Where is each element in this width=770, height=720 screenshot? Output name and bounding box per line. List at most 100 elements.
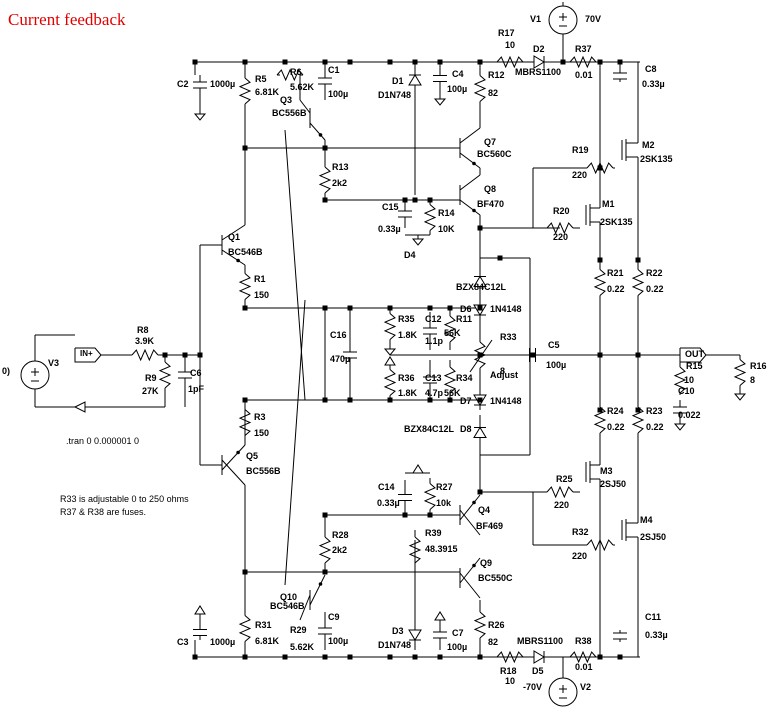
junction-dot bbox=[477, 654, 483, 660]
label-m4-value: 2SJ50 bbox=[640, 532, 666, 542]
junction-dot bbox=[477, 59, 483, 65]
q1-transistor-collector bbox=[221, 224, 246, 241]
junction-dot bbox=[617, 654, 623, 660]
label-d2-value: MBRS1100 bbox=[515, 67, 561, 77]
note-r33: R33 is adjustable 0 to 250 ohms bbox=[60, 494, 189, 504]
r22-resistor bbox=[631, 269, 645, 296]
label-r35-value: 1.8K bbox=[398, 330, 418, 340]
input-port bbox=[74, 347, 102, 363]
r3-resistor bbox=[238, 409, 252, 436]
label-q4-name: Q4 bbox=[478, 505, 490, 515]
label-v2-value: -70V bbox=[523, 682, 542, 692]
label-r25-value: 220 bbox=[554, 500, 569, 510]
label-r8-name: R8 bbox=[137, 325, 149, 335]
label-c7-name: C7 bbox=[452, 628, 464, 638]
r39-resistor bbox=[408, 536, 422, 564]
junction-dot bbox=[437, 59, 443, 65]
label-r34-value: 56K bbox=[444, 388, 461, 398]
label-r39-name: R39 bbox=[425, 528, 442, 538]
label-c8-value: 0.33µ bbox=[642, 79, 665, 89]
r32-resistor bbox=[586, 538, 614, 552]
q3-transistor-collector bbox=[299, 99, 311, 114]
label-d5-value: MBRS1100 bbox=[517, 636, 563, 646]
label-d7-value: 1N4148 bbox=[490, 396, 522, 406]
junction-dot bbox=[477, 489, 483, 495]
input-ground bbox=[73, 401, 86, 413]
label-r31-value: 6.81K bbox=[255, 636, 280, 646]
ground-c7 bbox=[434, 611, 446, 621]
junction-dot bbox=[477, 225, 483, 231]
label-r19-value: 220 bbox=[572, 170, 587, 180]
label-r24-name: R24 bbox=[607, 406, 624, 416]
label-c11-value: 0.33µ bbox=[645, 630, 668, 640]
q9-transistor-collector bbox=[459, 572, 481, 599]
junction-dot bbox=[477, 397, 483, 403]
r34-resistor bbox=[443, 366, 457, 394]
label-c7-value: 100µ bbox=[447, 642, 467, 652]
q8-transistor-arrow bbox=[472, 208, 476, 213]
label-c16-name: C16 bbox=[330, 330, 347, 340]
r31-resistor bbox=[238, 615, 252, 642]
q7-transistor-arrow bbox=[472, 161, 476, 166]
ground-c14 bbox=[412, 464, 424, 474]
junction-dot bbox=[617, 59, 623, 65]
label-r22-value: 0.22 bbox=[646, 284, 664, 294]
q10-transistor-collector bbox=[299, 594, 311, 621]
r6-resistor bbox=[276, 68, 304, 82]
label-c13-name: C13 bbox=[425, 373, 442, 383]
junction-dot bbox=[635, 257, 641, 263]
label-q3-value: BC556B bbox=[272, 108, 307, 118]
label-c1-value: 100µ bbox=[328, 89, 348, 99]
junction-dot bbox=[322, 305, 328, 311]
r37-resistor bbox=[569, 55, 597, 69]
label-r31-name: R31 bbox=[255, 620, 272, 630]
label-r13-name: R13 bbox=[332, 162, 349, 172]
junction-dot bbox=[322, 197, 328, 203]
junction-dot bbox=[427, 197, 433, 203]
label-c2-value: 1000µ bbox=[210, 79, 235, 89]
label-d1-value: D1N748 bbox=[378, 90, 411, 100]
label-r9-name: R9 bbox=[145, 373, 157, 383]
q8-transistor-emitter bbox=[459, 199, 481, 216]
label-r12-value: 82 bbox=[488, 88, 498, 98]
junction-dot bbox=[497, 255, 503, 261]
junction-dot bbox=[597, 654, 603, 660]
ground-c4 bbox=[433, 98, 447, 106]
label-q3-name: Q3 bbox=[280, 95, 292, 105]
note-cut: 0) bbox=[2, 366, 11, 376]
label-r13-value: 2k2 bbox=[332, 178, 347, 188]
label-r36-name: R36 bbox=[398, 373, 415, 383]
label-c12-value: 1.1p bbox=[425, 336, 444, 346]
junction-dot bbox=[437, 654, 443, 660]
junction-dot bbox=[192, 654, 198, 660]
label-d1-name: D1 bbox=[392, 76, 404, 86]
output-port-label: OUT bbox=[685, 349, 704, 359]
label-m3-name: M3 bbox=[600, 466, 613, 476]
ground-r16 bbox=[733, 393, 747, 401]
label-c11-name: C11 bbox=[645, 612, 661, 622]
junction-dot bbox=[635, 407, 641, 413]
label-c3-value: 1000µ bbox=[210, 637, 235, 647]
label-c5-value: 100µ bbox=[546, 360, 566, 370]
r18-resistor bbox=[496, 650, 524, 664]
label-q10-name: Q10 bbox=[280, 592, 297, 602]
label-r26-name: R26 bbox=[488, 620, 505, 630]
label-c8-name: C8 bbox=[645, 64, 657, 74]
r5-resistor bbox=[238, 77, 252, 105]
q5-transistor-collector bbox=[221, 459, 246, 486]
r17-resistor bbox=[496, 55, 524, 69]
junctions bbox=[162, 59, 641, 660]
label-r3-value: 150 bbox=[254, 428, 269, 438]
wire bbox=[284, 299, 306, 586]
q10-transistor-emitter bbox=[309, 574, 326, 606]
ground-c15 bbox=[411, 238, 425, 246]
label-c15-value: 0.33µ bbox=[378, 224, 401, 234]
r8-resistor bbox=[131, 348, 159, 362]
input-port-label: IN+ bbox=[80, 349, 93, 358]
junction-dot bbox=[162, 352, 168, 358]
label-r17-name: R17 bbox=[498, 28, 515, 38]
ground-r36 bbox=[384, 356, 396, 366]
junction-dot bbox=[197, 352, 203, 358]
junction-dot bbox=[322, 397, 328, 403]
